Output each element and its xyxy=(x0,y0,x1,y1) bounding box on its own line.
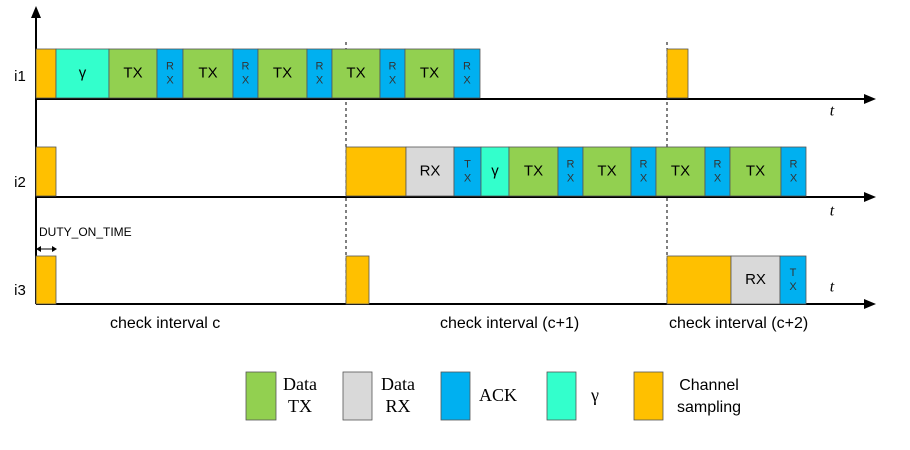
gamma-block xyxy=(55,48,110,99)
channel-sampling-block xyxy=(345,255,370,305)
gamma-block xyxy=(480,146,510,197)
time-axis-arrow-icon xyxy=(864,192,876,202)
channel-sampling-block xyxy=(35,48,57,99)
ack-block xyxy=(779,255,807,305)
legend-swatch-gamma xyxy=(546,371,577,421)
legend-swatch-data_tx xyxy=(245,371,277,421)
ack-block xyxy=(704,146,731,197)
data-tx-block xyxy=(257,48,308,99)
data-rx-block-label: RX xyxy=(745,271,766,288)
data-tx-block-label: TX xyxy=(524,162,543,179)
check-interval-label-2: check interval (c+1) xyxy=(440,315,579,332)
ack-block xyxy=(453,48,481,99)
duty-on-time-arrow-right-icon xyxy=(52,246,57,252)
channel-sampling-block xyxy=(666,48,689,99)
duty-on-time-arrow-left-icon xyxy=(36,246,41,252)
row-label-i2: i2 xyxy=(14,174,26,191)
data-tx-block xyxy=(582,146,632,197)
data-tx-block xyxy=(331,48,381,99)
time-axis-label: t xyxy=(830,103,835,120)
time-axis-arrow-icon xyxy=(864,94,876,104)
data-tx-block xyxy=(404,48,455,99)
vertical-axis-arrow-icon xyxy=(31,6,41,18)
data-rx-block xyxy=(730,255,781,305)
ack-block xyxy=(780,146,807,197)
gamma-block-label: γ xyxy=(491,162,499,179)
ack-block xyxy=(306,48,333,99)
ack-block xyxy=(630,146,657,197)
channel-sampling-block xyxy=(35,146,57,197)
legend-swatch-data_rx xyxy=(342,371,373,421)
legend-swatch-ack xyxy=(440,371,471,421)
duty-on-time-label: DUTY_ON_TIME xyxy=(39,225,132,239)
time-axis-label: t xyxy=(830,279,835,296)
legend-swatch-channel_sampling xyxy=(633,371,664,421)
data-tx-block-label: TX xyxy=(420,64,439,81)
data-tx-block xyxy=(655,146,706,197)
time-axis-label: t xyxy=(830,203,835,220)
channel-sampling-block xyxy=(345,146,407,197)
data-rx-block xyxy=(405,146,455,197)
legend-label-gamma: γ xyxy=(590,385,599,405)
channel-sampling-block xyxy=(666,255,732,305)
data-tx-block xyxy=(729,146,782,197)
legend-label-ack: ACK xyxy=(479,385,517,405)
data-tx-block-label: TX xyxy=(198,64,217,81)
data-tx-block-label: TX xyxy=(123,64,142,81)
data-tx-block-label: TX xyxy=(671,162,690,179)
ack-block xyxy=(156,48,184,99)
ack-block xyxy=(453,146,482,197)
check-interval-label-1: check interval c xyxy=(110,315,220,332)
channel-sampling-block xyxy=(35,255,57,305)
row-label-i3: i3 xyxy=(14,282,26,299)
data-tx-block-label: TX xyxy=(746,162,765,179)
data-rx-block-label: RX xyxy=(420,162,441,179)
ack-block xyxy=(557,146,584,197)
time-axis-arrow-icon xyxy=(864,299,876,309)
data-tx-block-label: TX xyxy=(346,64,365,81)
data-tx-block-label: TX xyxy=(597,162,616,179)
gamma-block-label: γ xyxy=(79,64,87,81)
data-tx-block xyxy=(508,146,559,197)
data-tx-block-label: TX xyxy=(273,64,292,81)
check-interval-label-3: check interval (c+2) xyxy=(669,315,808,332)
row-label-i1: i1 xyxy=(14,68,26,85)
